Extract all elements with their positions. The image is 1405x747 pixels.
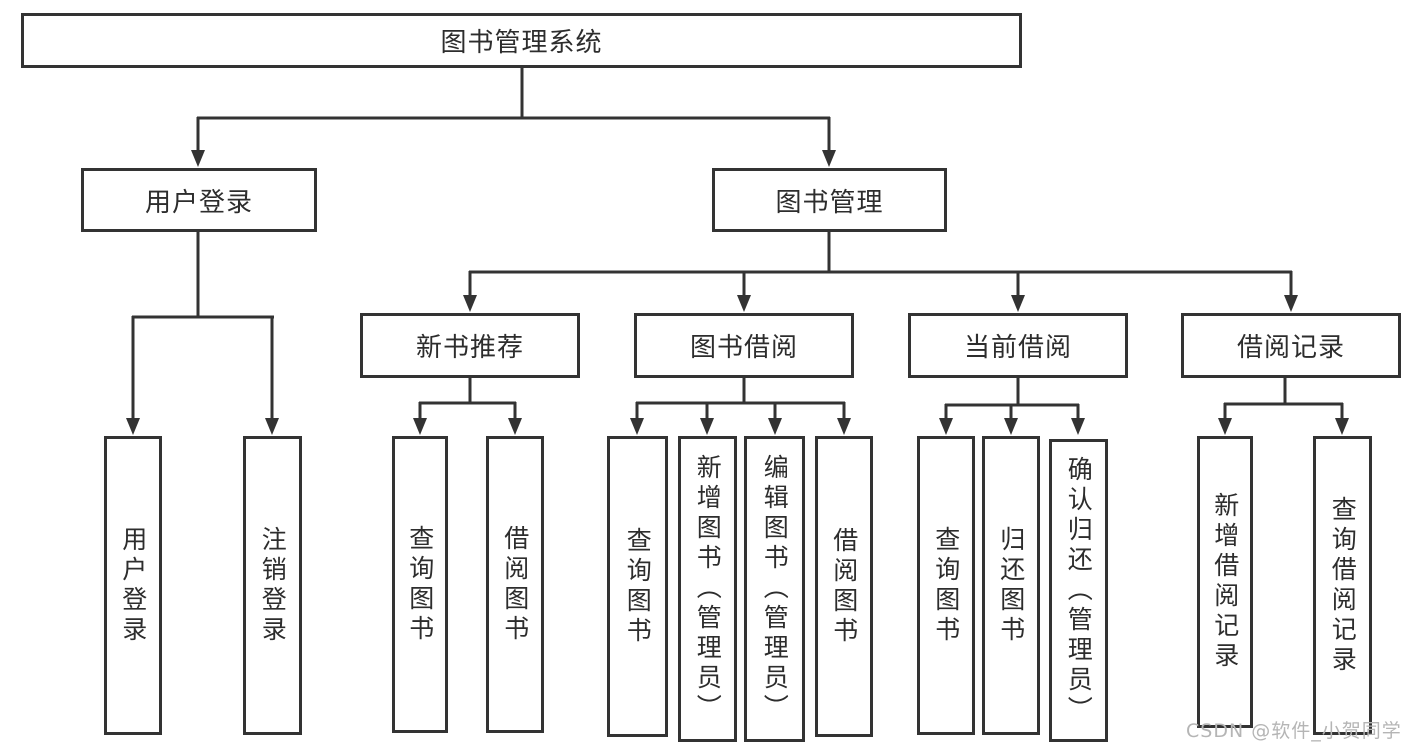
leaf-label: 借阅图书 <box>500 524 530 645</box>
leaf-label: 借阅图书 <box>829 526 859 647</box>
leaf-label: 用户登录 <box>118 525 148 646</box>
arrow-down-icon <box>1011 295 1025 312</box>
leaf-label: 编辑图书（管理员） <box>760 454 790 724</box>
arrow-down-icon <box>768 418 782 435</box>
node-logout: 注销登录 <box>243 436 302 735</box>
node-return-books: 归还图书 <box>982 436 1040 735</box>
node-borrowing-records: 借阅记录 <box>1181 313 1401 378</box>
node-current-borrowing: 当前借阅 <box>908 313 1128 378</box>
node-borrow-books-recommend: 借阅图书 <box>486 436 544 733</box>
arrow-down-icon <box>191 150 205 167</box>
node-query-books-current: 查询图书 <box>917 436 975 735</box>
arrow-down-icon <box>700 418 714 435</box>
node-edit-book-admin: 编辑图书（管理员） <box>744 436 805 742</box>
node-book-borrowing: 图书借阅 <box>634 313 854 378</box>
arrow-down-icon <box>508 418 522 435</box>
arrow-down-icon <box>1335 418 1349 435</box>
node-add-book-admin: 新增图书（管理员） <box>678 436 737 742</box>
node-confirm-return-admin: 确认归还（管理员） <box>1049 439 1108 742</box>
arrow-down-icon <box>413 418 427 435</box>
leaf-label: 查询图书 <box>623 526 653 647</box>
leaf-label: 确认归还（管理员） <box>1064 455 1094 726</box>
node-add-borrow-record: 新增借阅记录 <box>1197 436 1253 728</box>
arrow-down-icon <box>939 418 953 435</box>
leaf-label: 查询图书 <box>931 525 961 646</box>
arrow-down-icon <box>1071 418 1085 435</box>
leaf-label: 新增图书（管理员） <box>693 454 723 724</box>
watermark: CSDN @软件_小贺同学 <box>1186 720 1402 742</box>
node-query-borrow-record: 查询借阅记录 <box>1313 436 1372 735</box>
node-user-login-leaf: 用户登录 <box>104 436 162 735</box>
arrow-down-icon <box>463 295 477 312</box>
arrow-down-icon <box>126 418 140 435</box>
arrow-down-icon <box>265 418 279 435</box>
node-user-login: 用户登录 <box>81 168 317 232</box>
leaf-label: 新增借阅记录 <box>1210 492 1240 672</box>
leaf-label: 查询借阅记录 <box>1328 495 1358 676</box>
arrow-down-icon <box>837 418 851 435</box>
node-system-root: 图书管理系统 <box>21 13 1022 68</box>
arrow-down-icon <box>822 150 836 167</box>
arrow-down-icon <box>1004 418 1018 435</box>
arrow-down-icon <box>1284 295 1298 312</box>
node-query-books-recommend: 查询图书 <box>392 436 448 733</box>
node-new-book-recommendation: 新书推荐 <box>360 313 580 378</box>
leaf-label: 查询图书 <box>405 524 435 645</box>
leaf-label: 归还图书 <box>996 525 1026 646</box>
arrow-down-icon <box>737 295 751 312</box>
node-borrow-books-borrowing: 借阅图书 <box>815 436 873 737</box>
arrow-down-icon <box>630 418 644 435</box>
leaf-label: 注销登录 <box>258 525 288 646</box>
arrow-down-icon <box>1218 418 1232 435</box>
node-query-books-borrowing: 查询图书 <box>607 436 668 737</box>
node-book-management: 图书管理 <box>712 168 947 232</box>
